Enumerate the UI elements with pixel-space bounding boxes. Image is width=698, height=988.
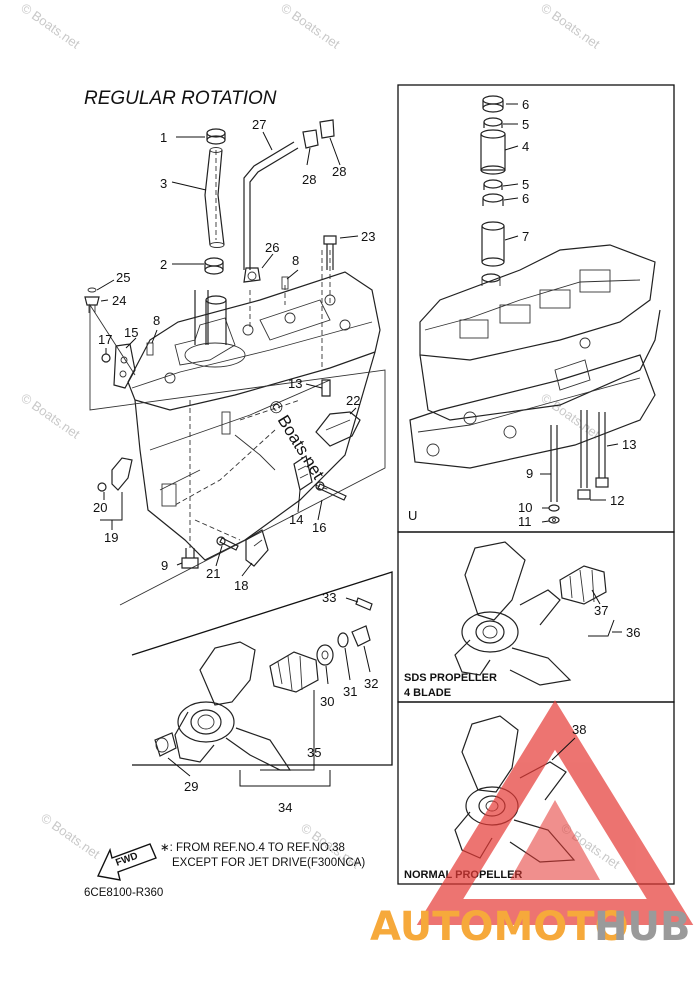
leader-lines xyxy=(96,103,622,787)
sds-label-2: 4 BLADE xyxy=(404,687,451,699)
callout-18: 18 xyxy=(234,578,248,593)
callout-11: 11 xyxy=(518,514,532,529)
studs-and-nuts xyxy=(548,410,609,524)
callout-34: 34 xyxy=(278,800,292,815)
callout-13: 13 xyxy=(288,376,302,391)
callout-7: 7 xyxy=(522,229,529,244)
propeller-group-outline xyxy=(131,571,393,766)
diagram-title: REGULAR ROTATION xyxy=(84,88,277,109)
callout-4: 4 xyxy=(522,139,529,154)
assembly-lines xyxy=(89,150,386,606)
callout-28: 28 xyxy=(302,172,316,187)
water-tube-parts xyxy=(204,128,226,275)
callout-23: 23 xyxy=(361,229,375,244)
callout-10: 10 xyxy=(518,500,532,515)
callout-5b: 5 xyxy=(522,177,529,192)
plate-and-bolt xyxy=(293,455,347,501)
callout-24: 24 xyxy=(112,293,126,308)
callout-6: 6 xyxy=(522,97,529,112)
callout-2: 2 xyxy=(160,257,167,272)
diagram-code: 6CE8100-R360 xyxy=(84,887,163,899)
bracket-parts xyxy=(101,343,136,389)
lower-fasteners xyxy=(181,529,269,569)
anode-parts xyxy=(97,457,133,492)
automotohub-logo-triangle xyxy=(416,700,694,925)
callout-9b: 9 xyxy=(526,466,533,481)
callout-6b: 6 xyxy=(522,191,529,206)
note-line-2: EXCEPT FOR JET DRIVE(F300NCA) xyxy=(172,857,365,869)
callout-8: 8 xyxy=(292,253,299,268)
callout-8b: 8 xyxy=(153,313,160,328)
watermark-text: © Boats.net xyxy=(278,0,343,52)
watermark-text: © Boats.net xyxy=(538,390,603,442)
brand-part-2: HUB xyxy=(594,904,690,950)
callout-16: 16 xyxy=(312,520,326,535)
callout-28b: 28 xyxy=(332,164,346,179)
callout-29: 29 xyxy=(184,779,198,794)
callout-15: 15 xyxy=(124,325,138,340)
callout-3: 3 xyxy=(160,176,167,191)
callout-30: 30 xyxy=(320,694,334,709)
lower-casing xyxy=(127,271,381,561)
normal-panel xyxy=(397,701,675,885)
callout-25: 25 xyxy=(116,270,130,285)
note-line-1: ∗: FROM REF.NO.4 TO REF.NO.38 xyxy=(160,842,345,854)
callout-38: 38 xyxy=(572,722,586,737)
callout-32: 32 xyxy=(364,676,378,691)
callout-19: 19 xyxy=(104,530,118,545)
callout-20: 20 xyxy=(93,500,107,515)
u-panel-label: U xyxy=(408,508,417,523)
upper-case-body xyxy=(409,244,661,469)
callout-37: 37 xyxy=(594,603,608,618)
fwd-arrow-icon: FWD xyxy=(96,843,157,881)
small-fasteners xyxy=(84,235,337,356)
callout-17: 17 xyxy=(98,332,112,347)
watermark-text: © Boats.net xyxy=(18,0,83,52)
callout-31: 31 xyxy=(343,684,357,699)
automotohub-wordmark: AUTOMOTO HUB xyxy=(370,904,690,950)
upper-case-stack xyxy=(480,95,506,286)
callout-14: 14 xyxy=(289,512,303,527)
callout-9: 9 xyxy=(161,558,168,573)
sds-label-1: SDS PROPELLER xyxy=(404,672,497,684)
center-watermark: © Boats.net xyxy=(265,397,328,483)
callout-26: 26 xyxy=(265,240,279,255)
watermark-text: © Boats.net xyxy=(18,390,83,442)
callout-12: 12 xyxy=(610,493,624,508)
callout-33: 33 xyxy=(322,590,336,605)
callout-27: 27 xyxy=(252,117,266,132)
sds-propeller xyxy=(454,541,607,686)
callout-13b: 13 xyxy=(622,437,636,452)
callout-22: 22 xyxy=(346,393,360,408)
watermark-text: © Boats.net xyxy=(38,810,103,862)
callout-36: 36 xyxy=(626,625,640,640)
callout-21: 21 xyxy=(206,566,220,581)
regular-propeller xyxy=(154,597,373,771)
callout-5: 5 xyxy=(522,117,529,132)
watermark-text: © Boats.net xyxy=(538,0,603,52)
callout-numbers: 1 2 3 4 5 5 6 6 7 8 8 9 9 10 11 12 13 13… xyxy=(93,97,640,815)
callout-35: 35 xyxy=(307,745,321,760)
trim-tab xyxy=(315,379,361,447)
callout-1: 1 xyxy=(160,130,167,145)
rod-and-clips xyxy=(243,119,335,283)
brand-part-1: AUTOMOTO xyxy=(370,904,629,950)
